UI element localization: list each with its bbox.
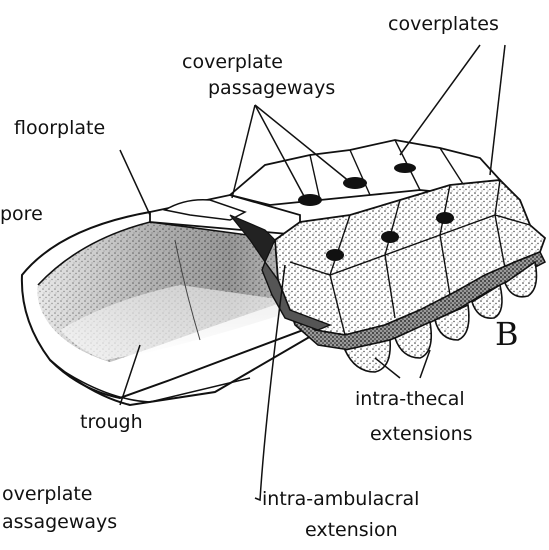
label-coverplate-passageways-bottom-line1: overplate [2,483,93,505]
label-coverplates: coverplates [388,13,499,35]
label-intra-ambulacral-line2: extension [305,519,398,541]
passageway-opening-5 [381,231,399,243]
label-coverplate-passageways-bottom-line2: assageways [2,511,117,533]
label-trough: trough [80,411,143,433]
label-coverplate-passageways-line2: passageways [208,77,335,99]
label-intra-thecal-line2: extensions [370,423,473,445]
passageway-opening-4 [326,249,344,261]
passageway-opening-6 [436,212,454,224]
panel-letter-b: B [495,315,519,353]
label-floorplate: floorplate [14,117,105,139]
label-intra-ambulacral-line1: intra-ambulacral [262,488,419,510]
leader-coverplates-left [400,45,480,155]
label-coverplate-passageways-line1: coverplate [182,51,283,73]
leader-coverplates-right [490,45,505,175]
label-pore: pore [0,203,43,225]
passageway-opening-1 [298,194,322,206]
passageway-opening-3 [394,163,416,173]
leader-floorplate [120,150,150,215]
label-intra-thecal-line1: intra-thecal [355,388,465,410]
